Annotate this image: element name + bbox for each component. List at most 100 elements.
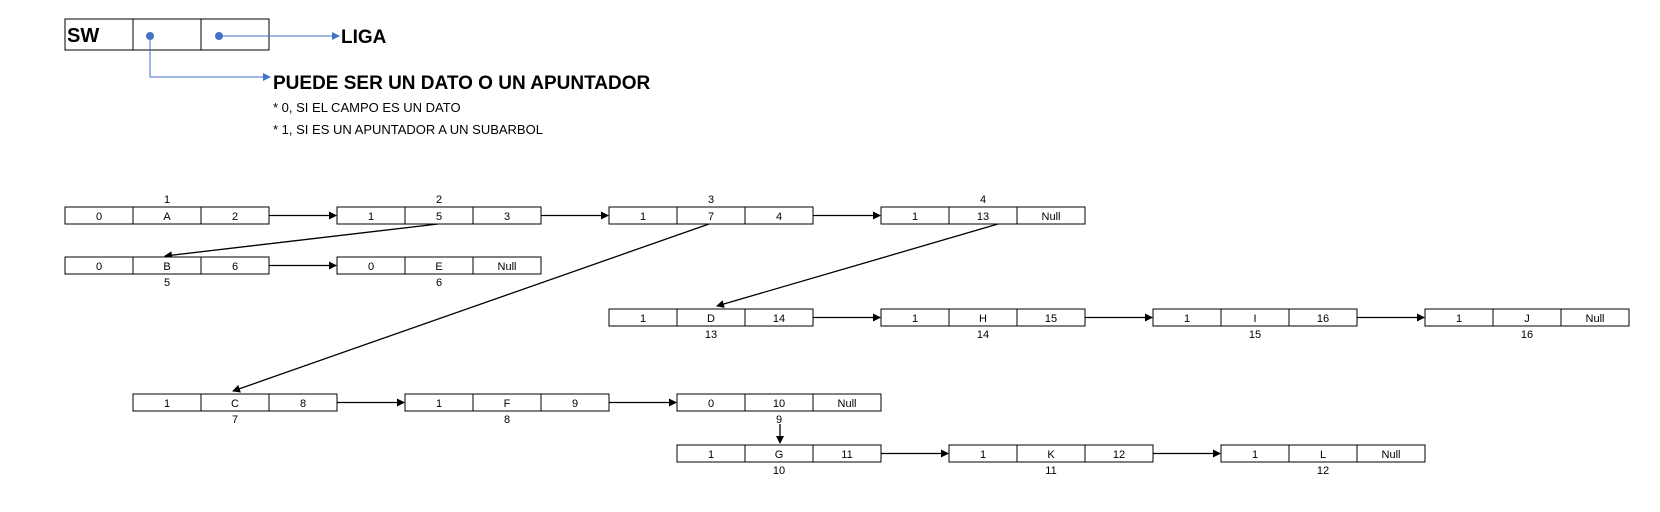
legend-data-arrow [149,36,271,81]
node-sw-value: 0 [96,211,102,223]
node-link-value: Null [1586,313,1605,325]
node-data-value: J [1524,313,1530,325]
node-sw-value: 1 [164,398,170,410]
node-link-value: 2 [232,211,238,223]
pointer-arrow-4-13 [716,223,999,308]
node-sw-value: 1 [368,211,374,223]
node-link-value: 12 [1113,449,1125,461]
node-data-value: 13 [977,211,989,223]
node-link-cell [540,393,610,412]
node-data-value: B [163,261,170,273]
node-link-cell [1016,308,1086,327]
node-link-cell [1084,444,1154,463]
node-link-cell [1016,206,1086,225]
node-data-value: C [231,398,239,410]
node-link-value: 15 [1045,313,1057,325]
legend-data-cell [132,18,202,51]
node-link-cell [268,393,338,412]
node-sw-value: 1 [708,449,714,461]
node-link-value: Null [838,398,857,410]
node-data-value: D [707,313,715,325]
legend: SW LIGA PUEDE SER UN DATO O UN APUNTADOR… [64,18,650,137]
node-number-label: 1 [164,194,170,206]
node-14: 1 H 15 14 [880,308,1086,341]
node-12: 1 L Null 12 [1220,444,1426,477]
node-link-cell [200,206,270,225]
legend-line-1: * 1, SI ES UN APUNTADOR A UN SUBARBOL [273,122,543,137]
legend-liga-label: LIGA [341,27,387,48]
legend-line-0: * 0, SI EL CAMPO ES UN DATO [273,100,461,115]
node-1: 0 A 2 1 [64,194,270,225]
node-data-value: L [1320,449,1326,461]
node-number-label: 9 [776,414,782,426]
node-sw-value: 1 [640,313,646,325]
node-link-value: Null [1042,211,1061,223]
node-number-label: 14 [977,329,989,341]
node-5: 0 B 6 5 [64,256,270,289]
node-sw-value: 1 [436,398,442,410]
edges-layer [164,211,1425,458]
node-number-label: 2 [436,194,442,206]
node-number-label: 5 [164,277,170,289]
pointer-arrow-3-7 [232,223,710,393]
legend-title: PUEDE SER UN DATO O UN APUNTADOR [273,73,650,94]
node-link-value: 11 [841,449,852,461]
node-number-label: 6 [436,277,442,289]
node-sw-value: 1 [1184,313,1190,325]
node-link-value: 3 [504,211,510,223]
node-number-label: 12 [1317,465,1329,477]
node-number-label: 3 [708,194,714,206]
node-data-value: K [1047,449,1055,461]
node-number-label: 7 [232,414,238,426]
node-link-value: 16 [1317,313,1329,325]
legend-sw-label: SW [67,25,99,47]
node-number-label: 13 [705,329,717,341]
node-link-cell [1288,308,1358,327]
node-sw-value: 0 [708,398,714,410]
node-link-cell [200,256,270,275]
node-link-value: Null [498,261,517,273]
node-sw-value: 0 [96,261,102,273]
node-sw-value: 0 [368,261,374,273]
node-number-label: 10 [773,465,785,477]
legend-link-cell [200,18,270,51]
node-link-cell [744,206,814,225]
node-link-cell [812,444,882,463]
node-data-value: E [435,261,442,273]
node-link-cell [472,206,542,225]
node-sw-value: 1 [912,211,918,223]
node-link-value: 9 [572,398,578,410]
node-link-value: Null [1382,449,1401,461]
node-sw-value: 1 [912,313,918,325]
node-6: 0 E Null 6 [336,256,542,289]
node-number-label: 8 [504,414,510,426]
node-sw-value: 1 [640,211,646,223]
node-number-label: 16 [1521,329,1533,341]
node-data-value: G [775,449,784,461]
node-data-value: I [1253,313,1256,325]
node-link-cell [1560,308,1630,327]
node-data-value: 7 [708,211,714,223]
node-link-value: 6 [232,261,238,273]
node-link-cell [472,256,542,275]
pointer-arrow-2-5 [164,223,439,260]
node-sw-value: 1 [1252,449,1258,461]
node-link-value: 4 [776,211,782,223]
node-data-value: A [163,211,171,223]
legend-sw-cell [64,18,134,51]
node-link-cell [744,308,814,327]
node-10: 1 G 11 10 [676,444,882,477]
node-data-value: H [979,313,987,325]
